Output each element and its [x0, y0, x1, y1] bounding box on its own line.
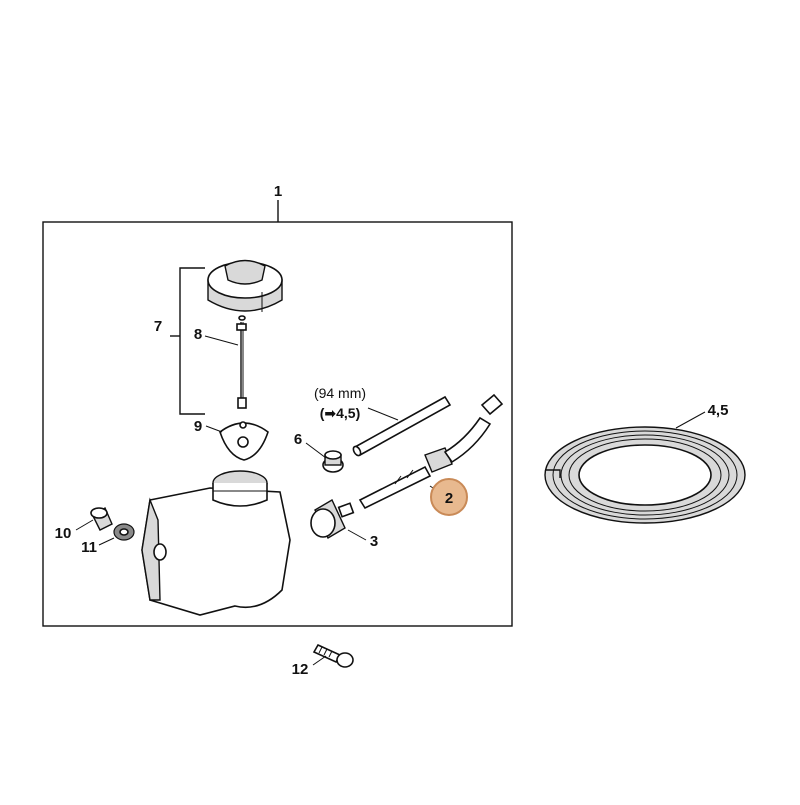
leader-10	[75, 519, 94, 531]
callout-3[interactable]: 3	[370, 533, 378, 550]
callout-9[interactable]: 9	[194, 418, 202, 435]
callout-12[interactable]: 12	[292, 661, 309, 678]
screw-12	[312, 643, 354, 668]
fuel-pickup	[310, 499, 355, 539]
leader-11	[98, 537, 115, 546]
leader-3	[347, 529, 367, 541]
callout-1[interactable]: 1	[274, 183, 282, 200]
leader-6	[305, 442, 327, 459]
leader-45-hose	[367, 407, 399, 421]
hose-length-label: (94 mm)	[314, 385, 366, 401]
leader-9	[205, 425, 223, 433]
callout-11[interactable]: 11	[81, 539, 97, 556]
fitting-10	[90, 506, 113, 531]
tank-cap	[207, 259, 283, 321]
leader-8	[204, 335, 239, 346]
hose-94mm	[352, 395, 452, 457]
callout-10[interactable]: 10	[55, 525, 72, 542]
callout-6[interactable]: 6	[294, 431, 302, 448]
grommet	[322, 450, 344, 473]
callout-2[interactable]: 2	[445, 490, 453, 507]
callout-45[interactable]: 4,5	[708, 402, 729, 419]
retainer-cord	[236, 322, 247, 409]
suction-hose	[358, 393, 504, 510]
leader-12	[312, 655, 327, 666]
callout-7[interactable]: 7	[154, 318, 162, 335]
callout-8[interactable]: 8	[194, 326, 202, 343]
bracket-7	[170, 267, 205, 415]
leader-45-coil	[675, 411, 706, 429]
highlight-callout-2[interactable]	[430, 478, 468, 516]
fitting-11	[113, 523, 135, 541]
coiled-hose	[544, 426, 746, 524]
hose-ref-label: (➡4,5)	[320, 405, 361, 421]
cap-retainer	[219, 421, 269, 461]
fuel-tank	[141, 470, 291, 616]
